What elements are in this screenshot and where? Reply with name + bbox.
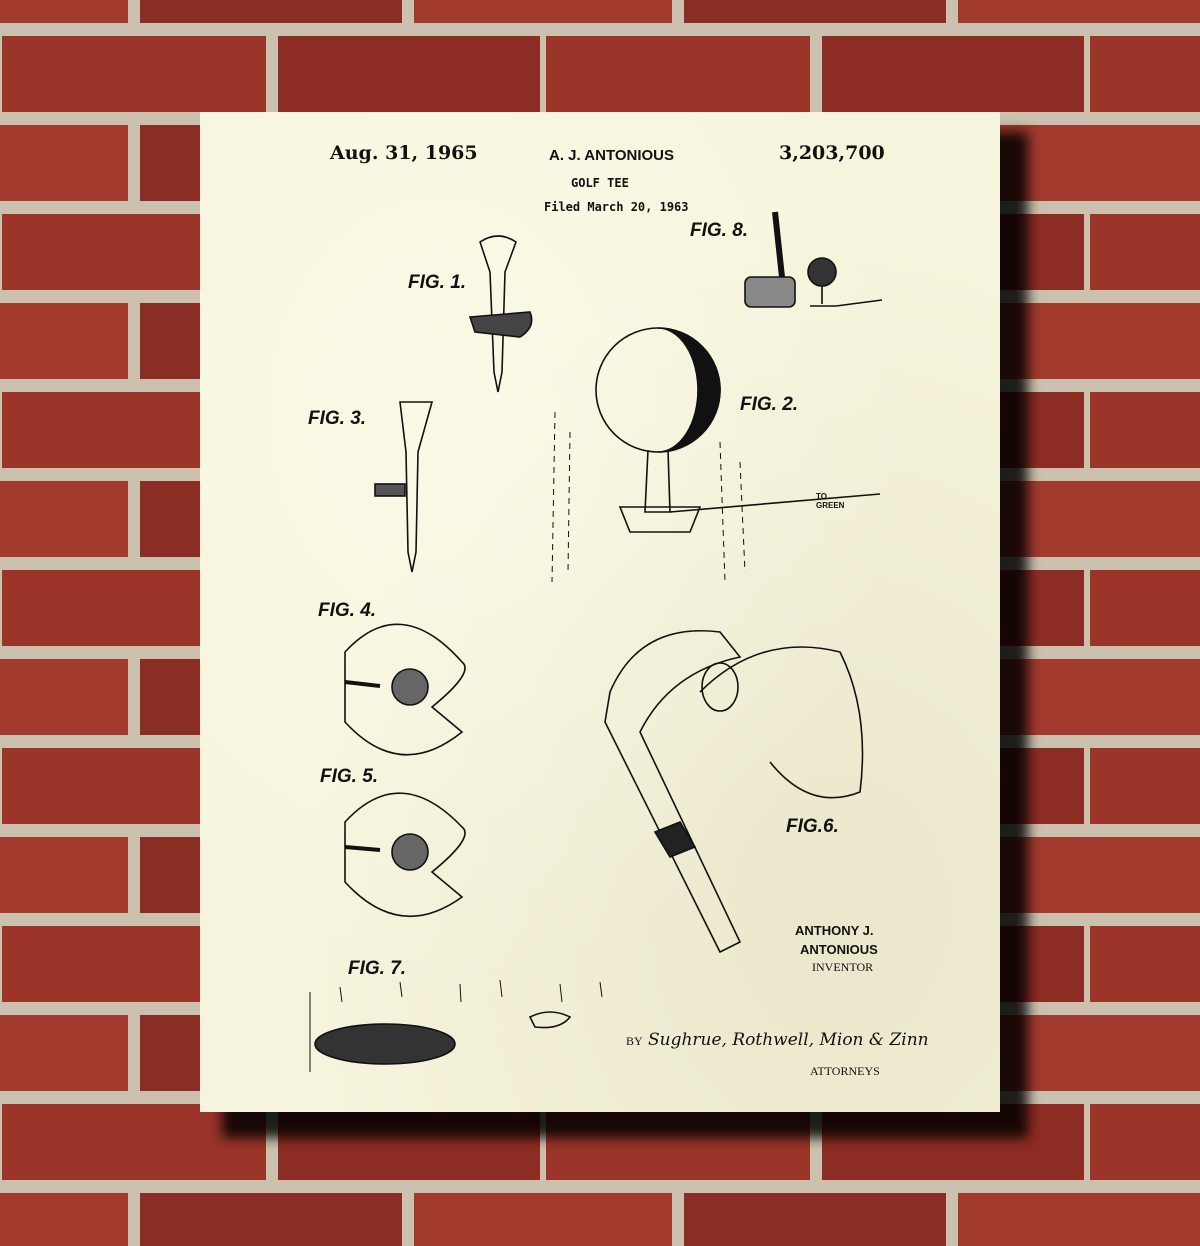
fig8-label: FIG. 8. bbox=[690, 220, 749, 241]
fig6-club-hand-drawing bbox=[604, 630, 864, 954]
to-green-annotation: TO GREEN bbox=[816, 492, 845, 510]
attorney-signature: Sughrue, Rothwell, Mion & Zinn bbox=[648, 1030, 929, 1050]
fig1-tee-drawing bbox=[468, 235, 533, 393]
inventor-header: A. J. ANTONIOUS bbox=[549, 147, 675, 164]
inventor-name-line1: ANTHONY J. bbox=[795, 923, 874, 938]
patent-number: 3,203,700 bbox=[779, 142, 885, 164]
fig7-label: FIG. 7. bbox=[348, 958, 407, 979]
filed-date: Filed March 20, 1963 bbox=[544, 200, 689, 214]
fig2-ball-drawing bbox=[551, 327, 881, 583]
patent-title: GOLF TEE bbox=[571, 176, 629, 190]
fig4-label: FIG. 4. bbox=[318, 600, 377, 621]
patent-drawings bbox=[309, 211, 883, 1072]
fig8-club-ball-drawing bbox=[744, 211, 883, 308]
fig7-hole-drawing bbox=[309, 979, 603, 1072]
fig2-label: FIG. 2. bbox=[740, 394, 799, 415]
fig1-label: FIG. 1. bbox=[408, 272, 467, 293]
patent-poster: Aug. 31, 1965 A. J. ANTONIOUS 3,203,700 … bbox=[200, 112, 1000, 1112]
inventor-label: INVENTOR bbox=[812, 960, 874, 974]
attorneys-label: ATTORNEYS bbox=[810, 1064, 880, 1078]
fig5-disc-drawing bbox=[344, 792, 466, 917]
fig4-disc-drawing bbox=[344, 623, 466, 756]
inventor-name-line2: ANTONIOUS bbox=[800, 942, 878, 957]
patent-date: Aug. 31, 1965 bbox=[330, 142, 478, 164]
fig3-tee-drawing bbox=[374, 401, 434, 573]
fig5-label: FIG. 5. bbox=[320, 766, 379, 787]
fig3-label: FIG. 3. bbox=[308, 408, 367, 429]
fig6-label: FIG.6. bbox=[786, 816, 839, 837]
by-label: BY bbox=[626, 1034, 643, 1048]
